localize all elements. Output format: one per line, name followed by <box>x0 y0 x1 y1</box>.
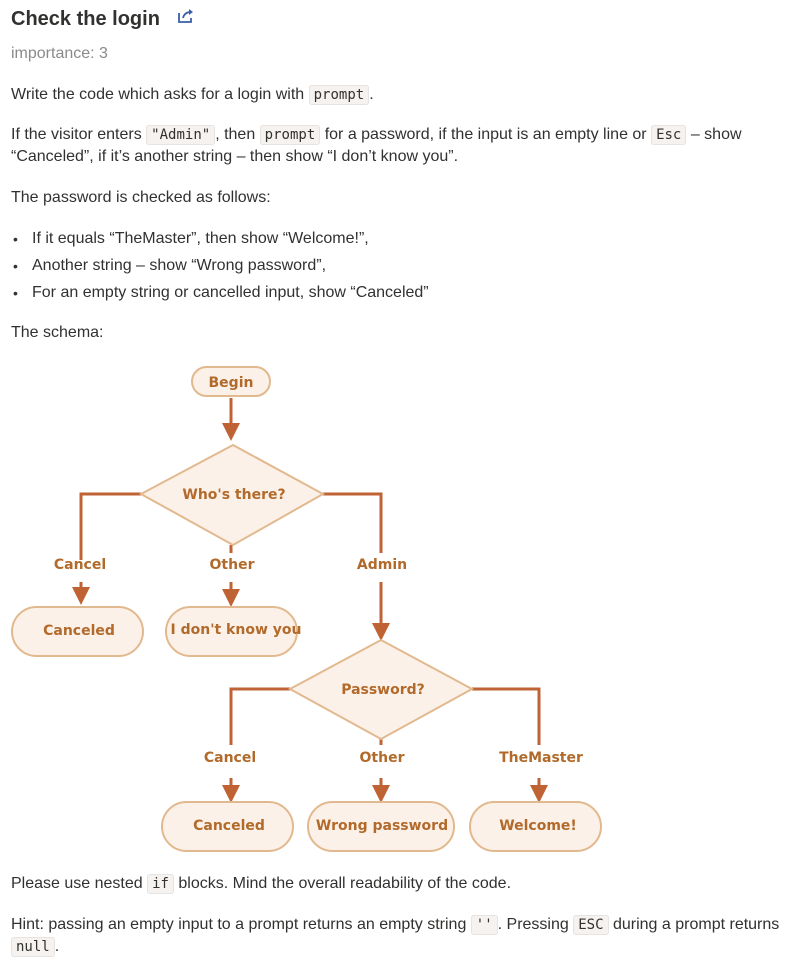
task-title: Check the login <box>11 8 160 30</box>
canceled-node-1 <box>11 606 144 657</box>
canceled-node-2 <box>161 801 294 852</box>
intro-paragraph: Write the code which asks for a login wi… <box>11 85 374 105</box>
edge-q2-cancel <box>229 687 290 745</box>
edge-label-cancel-1: Cancel <box>54 557 106 573</box>
inline-code: ESC <box>573 915 609 935</box>
begin-node <box>191 366 271 397</box>
edge-q1-admin <box>323 492 383 553</box>
begin-label: Begin <box>209 375 254 391</box>
inline-code: null <box>11 937 55 957</box>
schema-label: The schema: <box>11 324 104 341</box>
rules-list: •If it equals “TheMaster”, then show “We… <box>11 228 429 309</box>
canceled-label-2: Canceled <box>193 818 265 834</box>
edge-label-cancel-2: Cancel <box>204 750 256 766</box>
hint-paragraph: Hint: passing an empty input to a prompt… <box>11 915 780 957</box>
wrong-password-label: Wrong password <box>316 818 448 834</box>
welcome-node <box>469 801 602 852</box>
edge-q1-cancel <box>79 492 141 560</box>
list-item: •For an empty string or cancelled input,… <box>13 284 429 301</box>
edge-label-themaster: TheMaster <box>499 750 583 766</box>
password-label: Password? <box>341 682 425 698</box>
who-label: Who's there? <box>182 487 285 503</box>
list-item: •If it equals “TheMaster”, then show “We… <box>13 230 369 247</box>
wrong-password-node <box>307 801 455 852</box>
inline-code: '' <box>470 915 498 935</box>
inline-code: "Admin" <box>146 125 216 145</box>
open-in-new-window-icon[interactable] <box>177 8 195 24</box>
decision-password-node <box>287 638 475 741</box>
edge-label-other-1: Other <box>210 557 255 573</box>
welcome-label: Welcome! <box>499 818 577 834</box>
canceled-label-1: Canceled <box>43 623 115 639</box>
unknown-node <box>165 606 298 657</box>
inline-code: prompt <box>259 125 321 145</box>
inline-code: prompt <box>308 85 370 105</box>
edge-q2-master <box>472 687 541 745</box>
login-paragraph: If the visitor enters "Admin", then prom… <box>11 125 742 165</box>
edge-label-admin: Admin <box>357 557 407 573</box>
list-item: •Another string – show “Wrong password”, <box>13 257 327 274</box>
inline-code: if <box>147 874 174 894</box>
inline-code: Esc <box>651 125 687 145</box>
decision-who-node <box>138 443 326 547</box>
password-paragraph: The password is checked as follows: <box>11 189 271 206</box>
importance-label: importance: 3 <box>11 45 108 62</box>
login-flowchart: Begin Who's there? Canceled I don't know… <box>11 366 602 852</box>
nested-if-paragraph: Please use nested if blocks. Mind the ov… <box>11 874 512 894</box>
unknown-label: I don't know you <box>171 622 302 638</box>
edge-label-other-2: Other <box>360 750 405 766</box>
